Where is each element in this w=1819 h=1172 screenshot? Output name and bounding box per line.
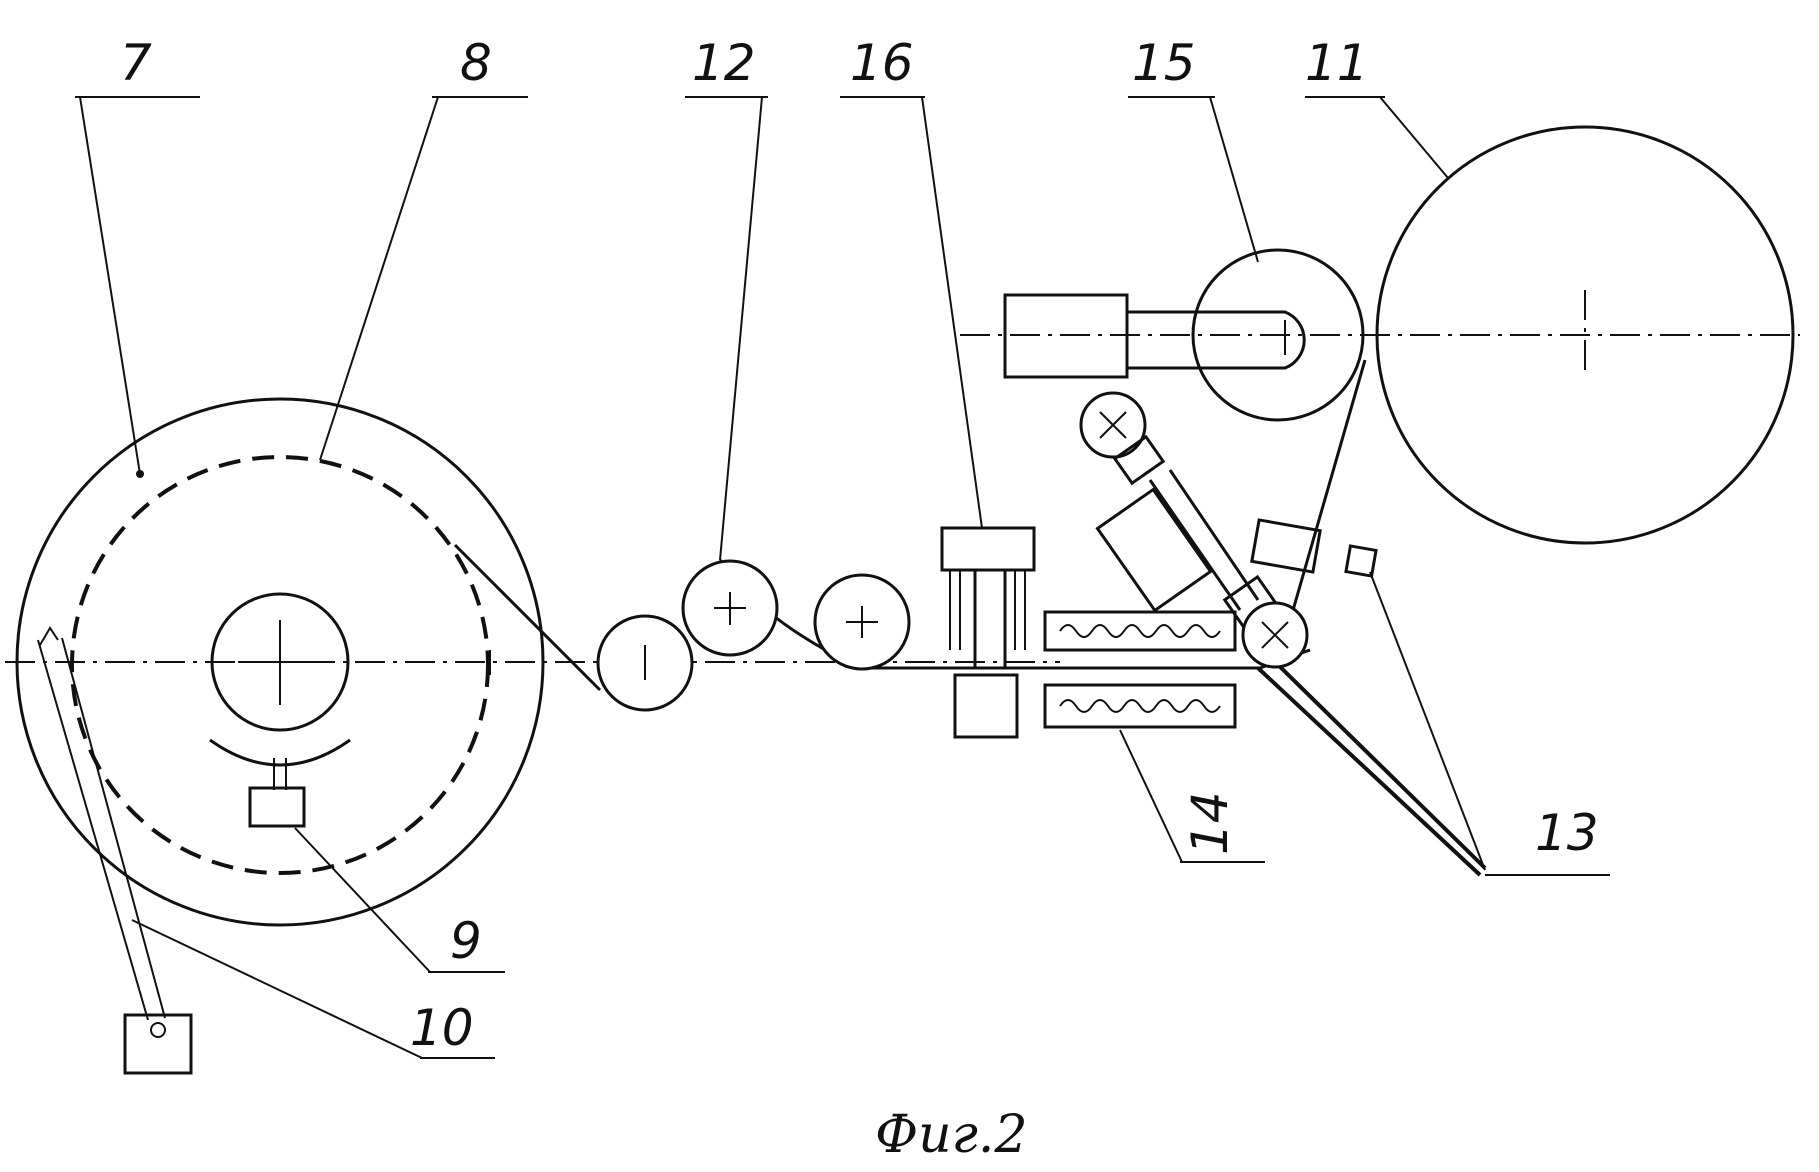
label-14: 14 [1181,791,1239,855]
label-8: 8 [460,34,492,92]
cutting-unit [940,526,1036,739]
take-up-reel [1375,125,1795,545]
label-13: 13 [1535,804,1599,862]
pressure-arm [1079,391,1309,669]
figure-caption: Фиг.2 [875,1105,1028,1165]
reference-labels: 7 8 12 16 15 11 14 13 9 10 [120,34,1599,1057]
label-11: 11 [1305,34,1369,92]
heaters [1043,610,1237,729]
guide-rollers [596,559,911,712]
leader-lines [75,96,1610,1059]
supply-reel [15,397,545,927]
drive-unit [1003,248,1365,422]
brake-arm [37,626,193,1075]
label-12: 12 [692,34,756,92]
label-9: 9 [450,912,482,970]
label-10: 10 [410,999,474,1057]
label-15: 15 [1132,34,1196,92]
label-16: 16 [850,34,914,92]
sensors [1250,518,1378,578]
label-7: 7 [120,34,152,92]
